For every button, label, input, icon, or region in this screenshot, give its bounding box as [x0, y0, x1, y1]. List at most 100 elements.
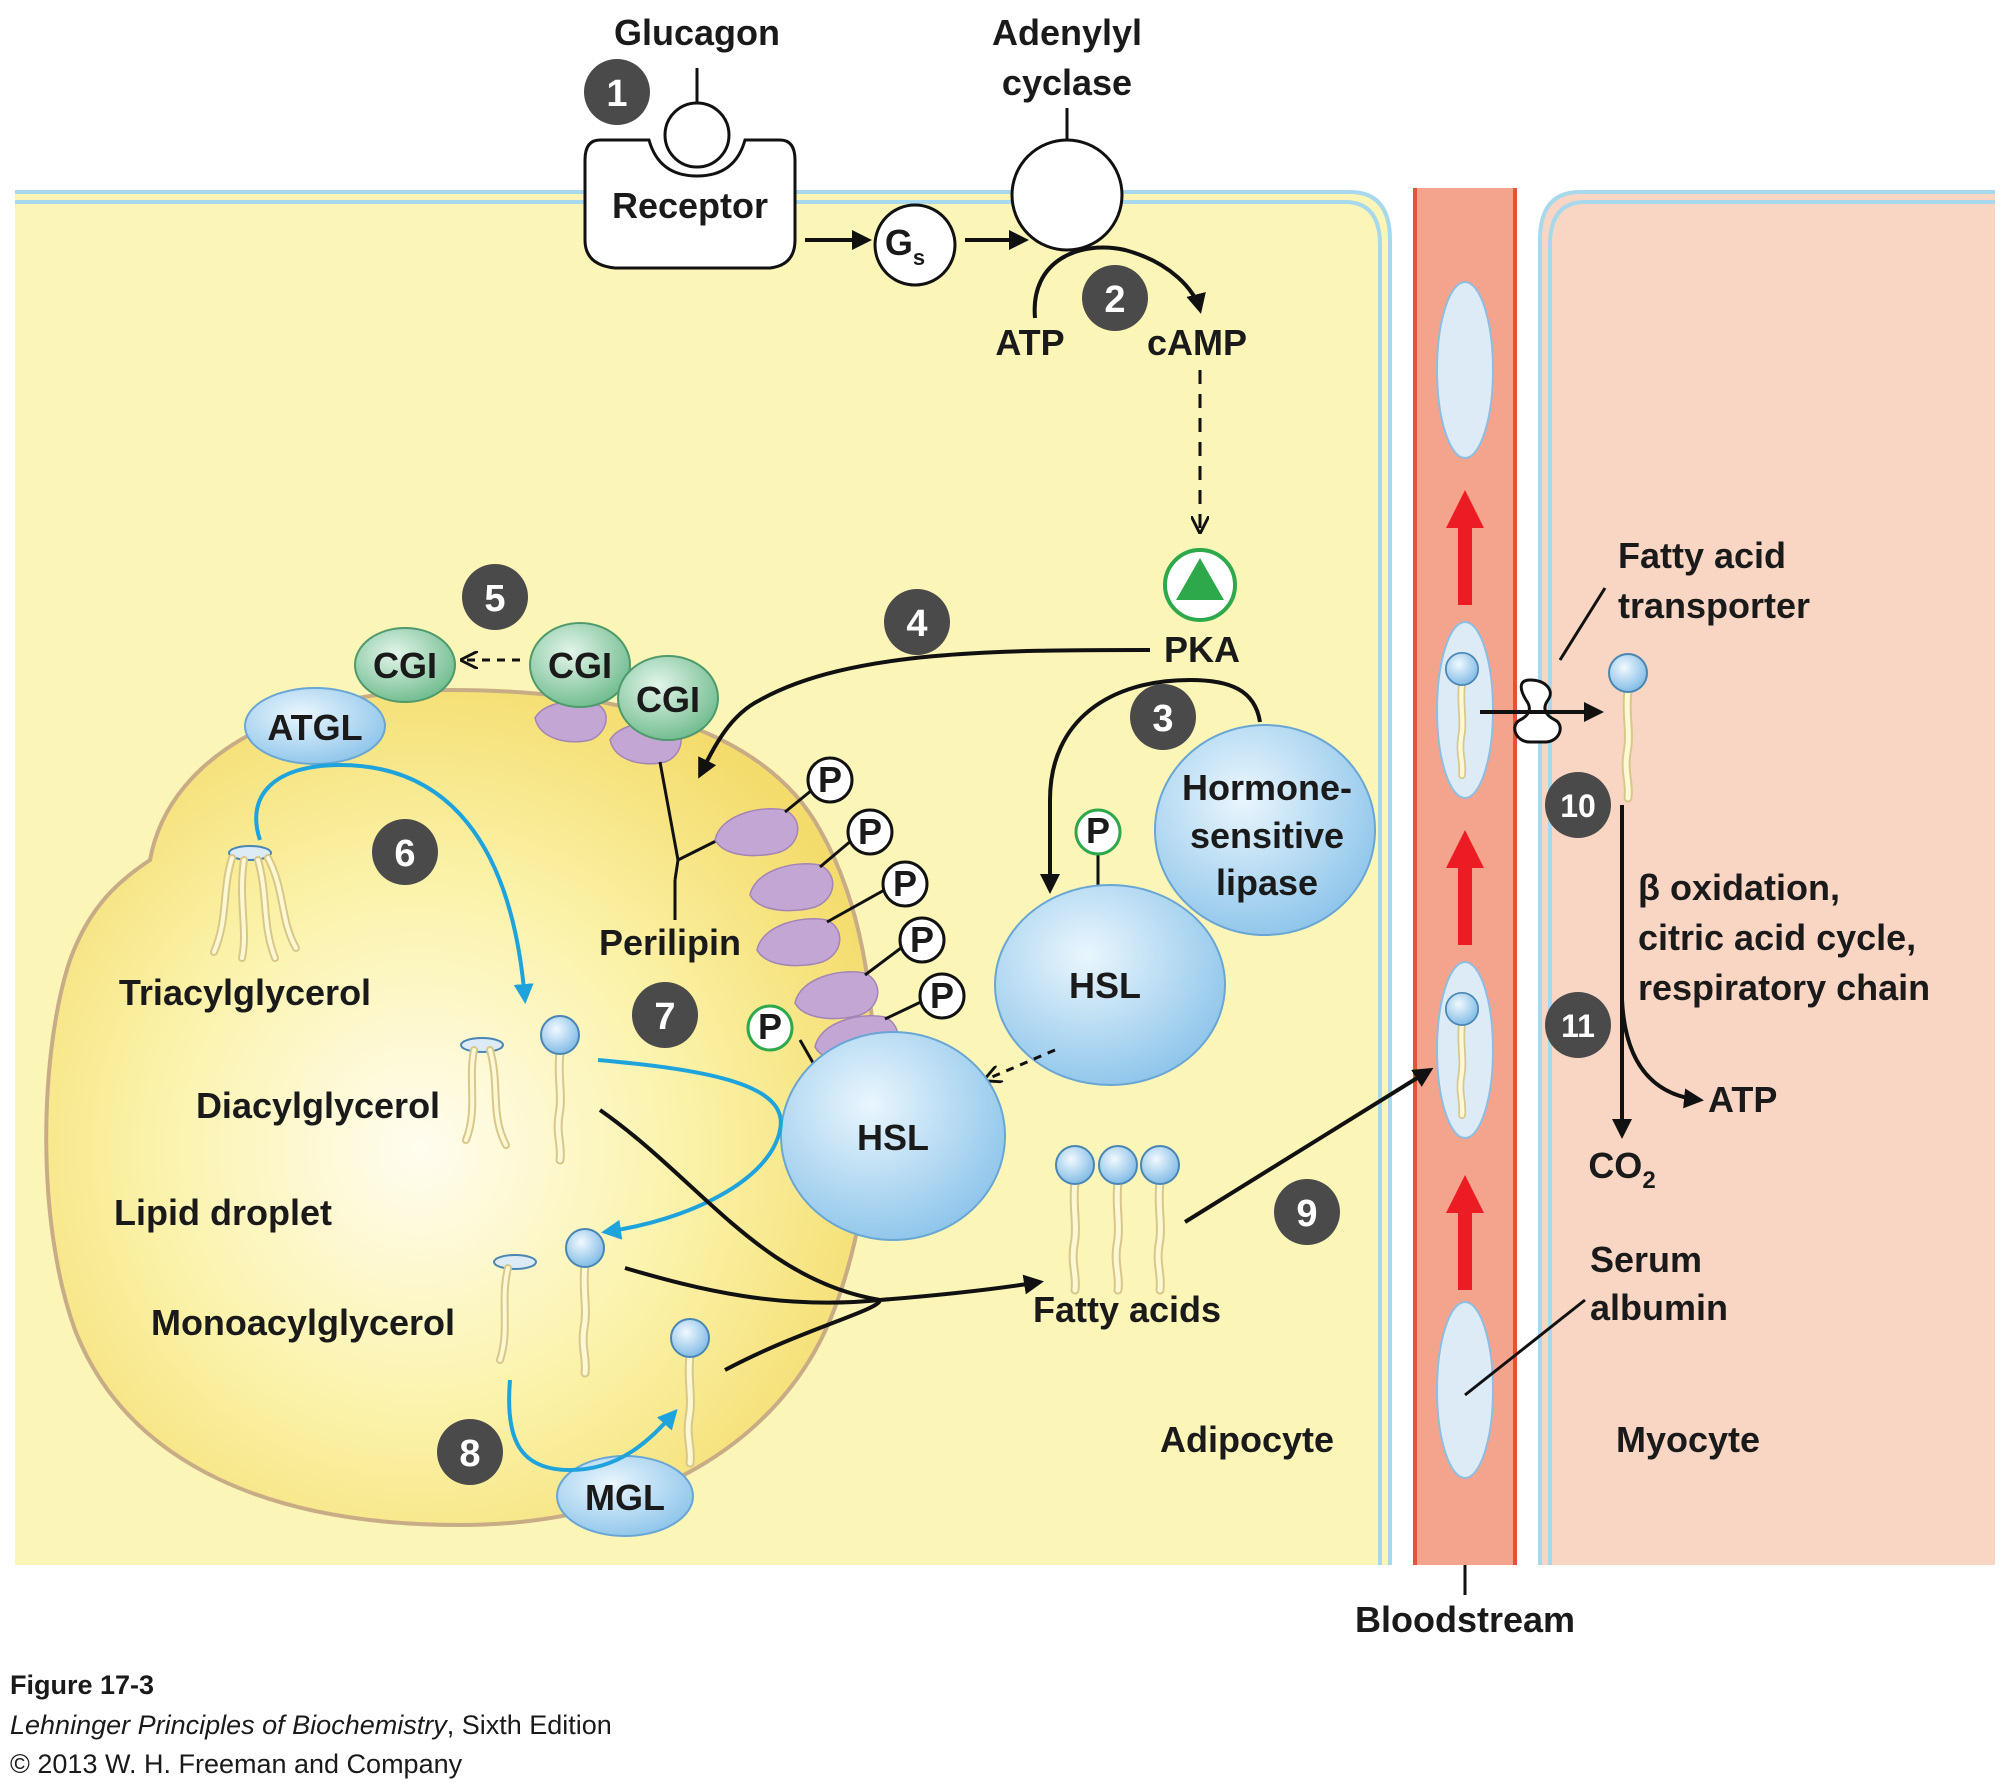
transporter-label-2: transporter [1618, 585, 1810, 626]
diacylglycerol-label: Diacylglycerol [196, 1085, 440, 1126]
glucagon-ligand [663, 101, 731, 169]
step-badge-1: 1 [584, 59, 650, 125]
hsl-cytosol-label: HSL [1069, 965, 1141, 1006]
albumin-ellipse [1436, 1301, 1494, 1479]
beta-oxidation-label-2: citric acid cycle, [1638, 917, 1916, 958]
perilipin-label: Perilipin [599, 922, 741, 963]
hsl-full-label-2: sensitive [1190, 815, 1344, 856]
svg-text:6: 6 [394, 833, 415, 875]
transporter-label-1: Fatty acid [1618, 535, 1786, 576]
svg-text:10: 10 [1560, 788, 1596, 824]
receptor-shape [583, 138, 797, 270]
receptor-label: Receptor [612, 185, 768, 226]
svg-text:1: 1 [606, 73, 627, 115]
book-citation: Lehninger Principles of Biochemistry, Si… [10, 1712, 612, 1739]
hsl-full-label-1: Hormone- [1182, 767, 1352, 808]
perilipin-phosphate-1: P [818, 759, 842, 800]
hsl-droplet-phosphate: P [758, 1006, 782, 1047]
perilipin-phosphate-5: P [930, 975, 954, 1016]
beta-oxidation-label-1: β oxidation, [1638, 867, 1840, 908]
adenylyl-label-1: Adenylyl [992, 12, 1142, 53]
pka-icon [1163, 548, 1237, 622]
adenylyl-label-2: cyclase [1002, 62, 1132, 103]
blood-flow-arrows [1446, 490, 1484, 1290]
serum-albumin-label-2: albumin [1590, 1287, 1728, 1328]
serum-albumin-pointer [1464, 1298, 1586, 1397]
serum-albumin-carriers [1436, 281, 1494, 1479]
atgl-enzyme [244, 687, 386, 765]
mag-release-arrow [624, 1266, 881, 1305]
hsl-droplet-label: HSL [857, 1117, 929, 1158]
hsl-cytosol-phosphate: P [1086, 810, 1110, 851]
myocyte-label: Myocyte [1616, 1419, 1760, 1460]
step-badge-3: 3 [1130, 684, 1196, 750]
step-badge-7: 7 [632, 982, 698, 1048]
step-badge-2: 2 [1082, 265, 1148, 331]
cgi-bound-2-label: CGI [636, 679, 700, 720]
gs-label: Gs [885, 222, 925, 270]
lipid-droplet [44, 687, 876, 1528]
triacylglycerol-molecule [210, 845, 300, 962]
hsl-phosphorylation-arrow [1040, 677, 1262, 894]
perilipin-phosphate-3: P [893, 863, 917, 904]
diacylglycerol-molecules [460, 1016, 579, 1160]
svg-text:3: 3 [1152, 698, 1173, 740]
free-fatty-acids [1056, 1146, 1179, 1290]
svg-text:8: 8 [459, 1433, 480, 1475]
pka-to-perilipin-arrow [698, 648, 1151, 779]
hormone-sensitive-lipase [1154, 724, 1376, 936]
hsl-full-label-3: lipase [1216, 862, 1318, 903]
step-badge-9: 9 [1274, 1179, 1340, 1245]
monoacylglycerol-label: Monoacylglycerol [151, 1302, 455, 1343]
camp-label: cAMP [1147, 322, 1247, 363]
mgl-reaction-arrow [507, 1379, 678, 1473]
free-release-arrow [724, 1274, 1044, 1372]
svg-text:11: 11 [1561, 1008, 1595, 1044]
step-badge-6: 6 [372, 819, 438, 885]
step-badge-10: 10 [1545, 772, 1611, 838]
svg-text:7: 7 [654, 996, 675, 1038]
albumin-ellipse [1436, 281, 1494, 459]
book-title: Lehninger Principles of Biochemistry [10, 1710, 447, 1740]
atgl-label: ATGL [267, 707, 362, 748]
monoacylglycerol-molecules [493, 1229, 709, 1463]
hsl-phosphorylated-cytosol [994, 808, 1226, 1086]
step-badge-11: 11 [1545, 992, 1611, 1058]
cgi-bound-1-label: CGI [548, 645, 612, 686]
lipid-droplet-label: Lipid droplet [114, 1192, 332, 1233]
atp-bottom-label: ATP [1708, 1079, 1777, 1120]
step-badge-5: 5 [462, 564, 528, 630]
fatty-acid-to-blood-arrow [1183, 1067, 1434, 1224]
hsl-translocation-dashed-arrow [985, 1048, 1056, 1080]
figure-number: Figure 17-3 [10, 1670, 155, 1700]
pka-label: PKA [1164, 629, 1240, 670]
transporter-pointer-line [1558, 587, 1607, 661]
atp-top-label: ATP [995, 322, 1064, 363]
perilipin-phosphate-4: P [910, 919, 934, 960]
bloodstream-label: Bloodstream [1355, 1599, 1575, 1640]
svg-text:9: 9 [1296, 1193, 1317, 1235]
cgi-free-label: CGI [373, 645, 437, 686]
cgi-free [354, 627, 456, 703]
adenylyl-cyclase [1010, 108, 1124, 252]
perilipin-pointer-lines [658, 761, 719, 920]
glucagon-label: Glucagon [614, 12, 780, 53]
perilipin-phosphate-2: P [858, 811, 882, 852]
book-edition: , Sixth Edition [446, 1710, 612, 1740]
cgi-bound-2 [617, 655, 719, 741]
gs-protein [873, 203, 957, 287]
co2-label: CO2 [1588, 1145, 1655, 1194]
hsl-on-droplet [746, 1004, 1006, 1241]
step-badge-4: 4 [884, 589, 950, 655]
adipocyte-label: Adipocyte [1160, 1419, 1334, 1460]
fatty-acids-label: Fatty acids [1033, 1289, 1221, 1330]
atgl-reaction-arrow [254, 762, 534, 1004]
svg-text:2: 2 [1104, 279, 1125, 321]
atp-to-camp-arrow [1032, 245, 1206, 319]
svg-text:5: 5 [484, 578, 505, 620]
dag-release-arrow [598, 1108, 881, 1302]
step-badge-8: 8 [437, 1419, 503, 1485]
perilipin-phosphorylated-stack [714, 756, 966, 1064]
serum-albumin-label-1: Serum [1590, 1239, 1702, 1280]
